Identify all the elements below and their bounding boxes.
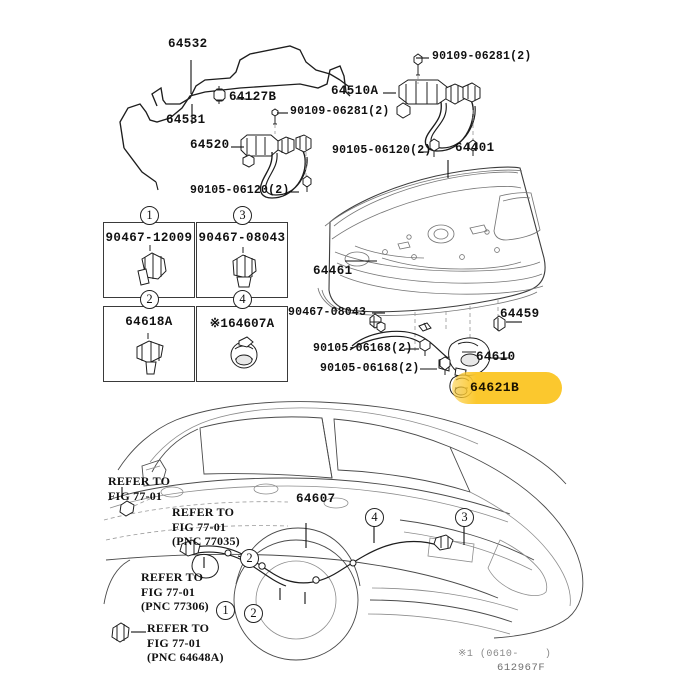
label-64607-vehicle: 64607 (296, 492, 336, 506)
label-90105-06168-b: 90105-06168(2) (320, 362, 420, 375)
legend-part-number-1: 90467-12009 (105, 231, 193, 245)
legend-part-number-2: 64618A (125, 315, 173, 329)
label-64127B: 64127B (229, 90, 277, 104)
label-90105-06120-mid: 90105-06120(2) (332, 144, 432, 157)
label-90109-06281-top: 90109-06281(2) (432, 50, 532, 63)
legend-index-3: 3 (233, 206, 252, 225)
label-64510A: 64510A (331, 84, 379, 98)
refer-label-3: REFER TO FIG 77-01 (PNC 77306) (141, 570, 209, 614)
label-90105-06168-a: 90105-06168(2) (313, 342, 413, 355)
legend-icon-2 (136, 333, 164, 375)
vehicle-marker-2b: 2 (244, 604, 263, 623)
label-64520: 64520 (190, 138, 230, 152)
label-64621B[interactable]: 64621B (470, 380, 520, 395)
legend-index-4: 4 (233, 290, 252, 309)
refer-label-4: REFER TO FIG 77-01 (PNC 64648A) (147, 621, 224, 665)
legend-box-2: 64618A (103, 306, 195, 382)
label-64401: 64401 (455, 141, 495, 155)
label-64610: 64610 (476, 350, 516, 364)
highlight-pill-64621B (452, 372, 562, 404)
legend-icon-3 (232, 247, 257, 288)
footer-note: ※1 (0610- ) (458, 649, 552, 660)
label-64532: 64532 (168, 37, 208, 51)
vehicle-marker-2a: 2 (240, 549, 259, 568)
footer-code: 612967F (497, 662, 546, 674)
legend-index-1: 1 (140, 206, 159, 225)
legend-icon-4 (230, 336, 258, 369)
legend-part-number-3: 90467-08043 (198, 231, 286, 245)
legend-box-4: ※164607A (196, 306, 288, 382)
label-90109-06281-left: 90109-06281(2) (290, 105, 390, 118)
legend-index-2: 2 (140, 290, 159, 309)
label-64461: 64461 (313, 264, 353, 278)
vehicle-marker-3: 3 (455, 508, 474, 527)
label-64459: 64459 (500, 307, 540, 321)
legend-part-number-4: ※164607A (197, 315, 287, 331)
refer-label-2: REFER TO FIG 77-01 (PNC 77035) (172, 505, 240, 549)
refer-label-1: REFER TO FIG 77-01 (108, 474, 171, 503)
label-64531: 64531 (166, 113, 206, 127)
vehicle-marker-1: 1 (216, 601, 235, 620)
label-90105-06120-left: 90105-06120(2) (190, 184, 290, 197)
vehicle-marker-4: 4 (365, 508, 384, 527)
label-90467-08043-trunk: 90467-08043 (288, 306, 367, 319)
legend-icon-1 (137, 245, 167, 286)
legend-number-4: 64607A (228, 317, 275, 331)
legend-prefix-4: ※1 (209, 317, 229, 331)
